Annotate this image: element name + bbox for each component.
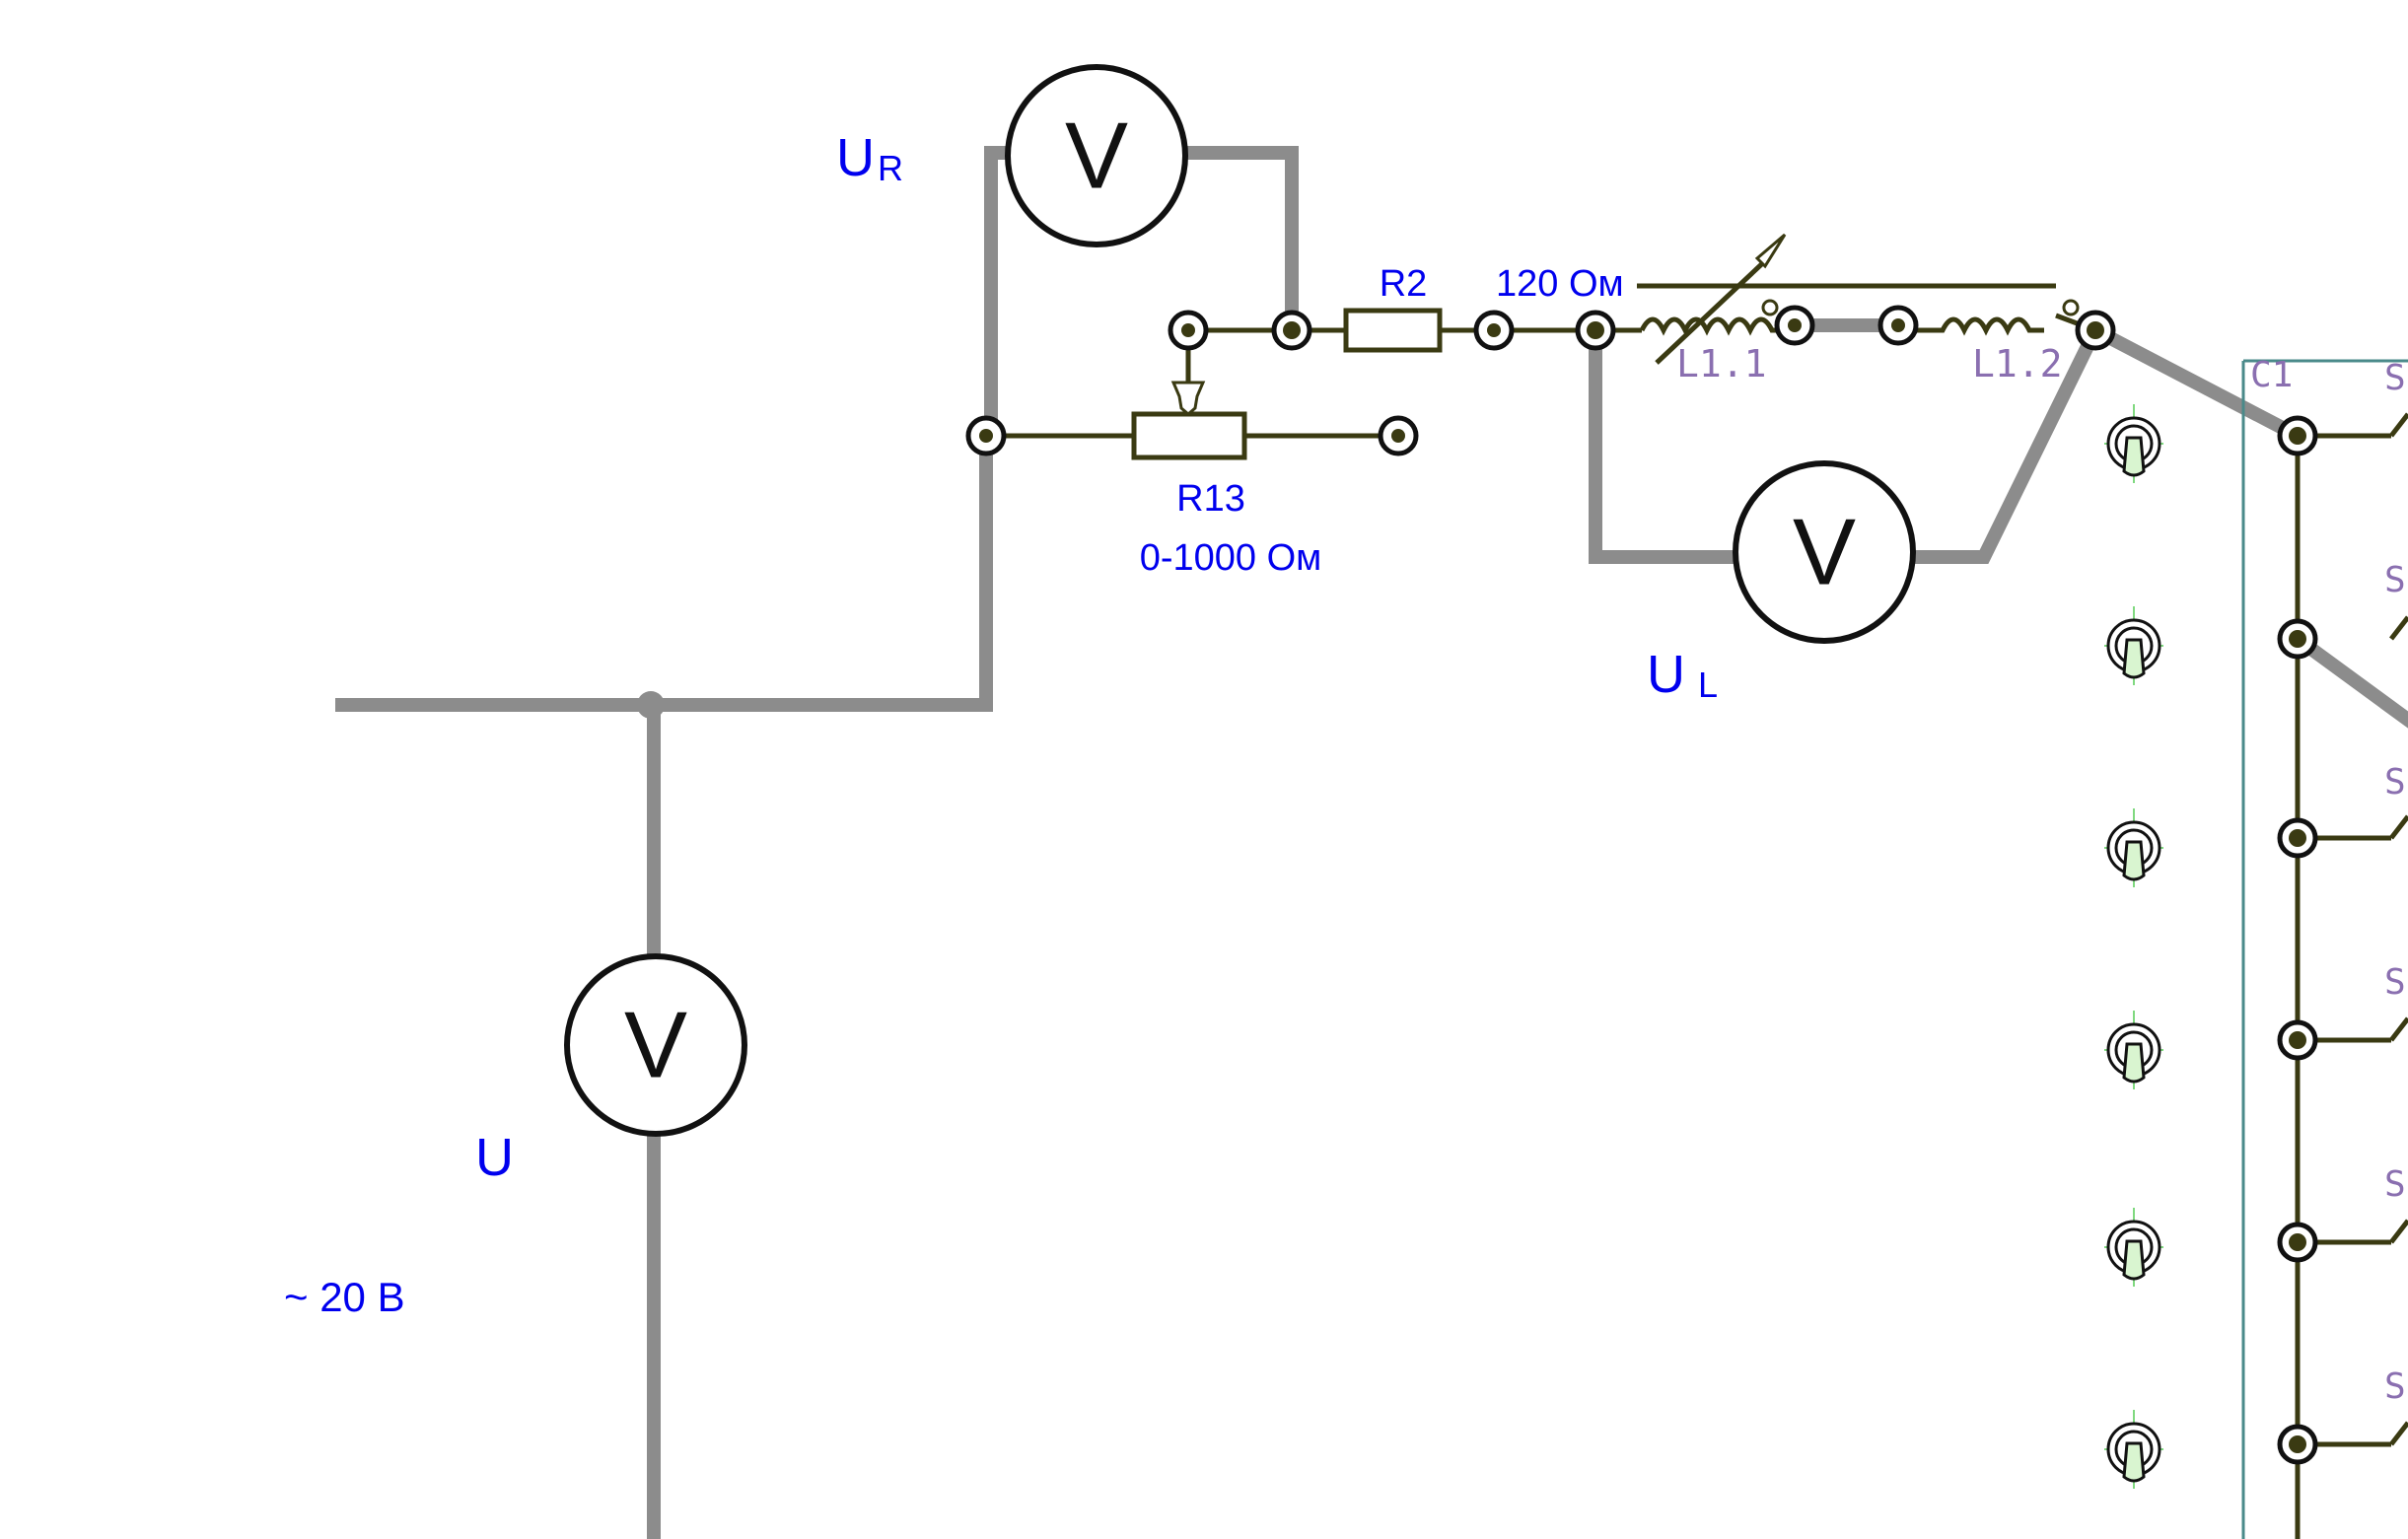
label-r13-value: 0-1000 Ом [1140,537,1322,579]
terminal-r2-right[interactable] [1473,310,1515,351]
voltmeter-u-symbol: V [624,993,687,1098]
label-s-6: S [2384,1366,2406,1407]
label-l11: L1.1 [1676,342,1767,385]
toggle-switch-3[interactable] [2104,808,2163,887]
r13-wiper-arrow-icon[interactable] [1170,381,1206,416]
terminal-l12-left[interactable] [1877,305,1919,346]
voltmeter-ur-symbol: V [1065,104,1128,209]
toggle-switches [2104,404,2163,1489]
panel-terminal-6[interactable] [2277,1424,2318,1465]
label-s-2: S [2384,560,2406,600]
variable-inductor-arrow-icon [1754,233,1787,269]
inductor-l12-tap [2062,299,2080,316]
wire-panel-exit[interactable] [2288,629,2408,729]
toggle-switch-2[interactable] [2104,606,2163,685]
label-s-5: S [2384,1164,2406,1205]
label-c1: C1 [2250,355,2293,395]
toggle-switch-6[interactable] [2104,1410,2163,1489]
inductor-l12[interactable] [1898,316,2044,336]
label-s-3: S [2384,762,2406,803]
dark-wires [986,283,2391,1539]
label-ul-main: U [1647,645,1685,704]
label-l12: L1.2 [1972,342,2063,385]
label-r13-name: R13 [1176,478,1245,520]
capacitor-panel-c1: C1 S S S S S S [2241,355,2408,1539]
voltmeter-ul-symbol: V [1793,500,1856,605]
inductor-l11-tap [1761,299,1779,316]
resistor-r2[interactable] [1343,308,1443,353]
panel-switch-stubs [2389,412,2408,1446]
wire-ur-right[interactable] [1176,146,1299,337]
label-ur-sub: R [878,148,903,188]
label-ul-sub: L [1698,665,1718,705]
terminal-r13-pot[interactable] [1168,310,1209,351]
label-ur-main: U [836,128,875,187]
inductor-l11[interactable] [1639,316,1811,336]
terminal-l11-left[interactable] [1575,310,1616,351]
toggle-switch-4[interactable] [2104,1011,2163,1089]
label-u-source: U [475,1128,514,1187]
grey-wires [335,146,2408,1539]
wire-ul-left[interactable] [1589,323,1742,564]
terminal-l12-right[interactable] [2075,310,2116,351]
voltmeter-ur[interactable]: V [1005,64,1188,247]
label-s-1: S [2384,358,2406,398]
terminal-r13-left[interactable] [965,415,1007,456]
terminal-l11-right[interactable] [1774,305,1815,346]
variable-inductor-arrow-line [1655,254,1772,365]
junction-bus [637,691,665,719]
panel-terminal-1[interactable] [2277,415,2318,456]
terminal-r13-right[interactable] [1378,415,1419,456]
panel-terminal-3[interactable] [2277,817,2318,859]
label-s-4: S [2384,962,2406,1003]
panel-terminal-4[interactable] [2277,1019,2318,1061]
voltmeter-ul[interactable]: V [1733,460,1916,644]
panel-terminal-2[interactable] [2277,618,2318,660]
panel-terminal-5[interactable] [2277,1222,2318,1263]
toggle-switch-1[interactable] [2104,404,2163,483]
wire-ul-right[interactable] [1906,320,2105,564]
label-source-voltage: ~ 20 В [284,1274,405,1320]
label-r2-name: R2 [1380,263,1428,305]
resistor-r13[interactable] [1131,411,1247,460]
voltmeter-u[interactable]: V [564,953,747,1137]
toggle-switch-5[interactable] [2104,1208,2163,1287]
label-r2-value: 120 Ом [1496,263,1624,305]
terminal-r2-left[interactable] [1271,310,1312,351]
terminals [637,305,2116,719]
wire-to-panel[interactable] [2086,320,2307,446]
